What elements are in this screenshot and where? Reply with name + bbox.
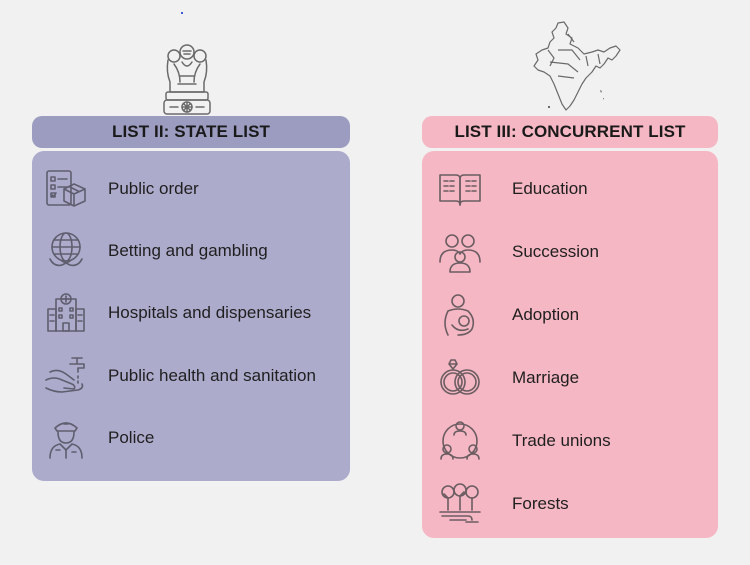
family-icon xyxy=(438,230,482,274)
list-item: Public health and sanitation xyxy=(32,354,316,398)
list-item-label: Succession xyxy=(512,242,599,261)
list-item-label: Education xyxy=(512,179,588,198)
list-item-label: Hospitals and dispensaries xyxy=(108,303,312,322)
list-item-label: Public order xyxy=(108,179,199,198)
list-item: Trade unions xyxy=(422,419,611,463)
concurrent-list-panel: Education Succession Adoption xyxy=(422,151,718,538)
list-item: Betting and gambling xyxy=(32,229,268,273)
list-item-label: Public health and sanitation xyxy=(108,366,316,385)
police-officer-icon xyxy=(44,416,88,460)
list-item-label: Betting and gambling xyxy=(108,241,268,260)
hospital-building-icon xyxy=(44,291,88,335)
list-item-label: Police xyxy=(108,428,155,447)
list-item: Public order xyxy=(32,167,199,211)
people-network-icon xyxy=(438,419,482,463)
list-item: Marriage xyxy=(422,356,579,400)
wedding-rings-icon xyxy=(438,356,482,400)
list-item-label: Marriage xyxy=(512,368,580,387)
india-map-icon xyxy=(533,21,621,111)
hand-washing-icon xyxy=(44,354,88,398)
list-item: Adoption xyxy=(422,293,579,337)
parent-child-icon xyxy=(438,293,482,337)
list-item: Education xyxy=(422,167,588,211)
open-book-icon xyxy=(438,167,482,211)
list-item: Police xyxy=(32,416,154,460)
national-emblem-icon xyxy=(163,44,211,115)
globe-hand-icon xyxy=(44,229,88,273)
list-item: Forests xyxy=(422,482,569,526)
stray-dot xyxy=(181,12,183,14)
list-item-label: Forests xyxy=(512,494,569,513)
list-item-label: Adoption xyxy=(512,305,580,324)
forest-icon xyxy=(438,482,482,526)
concurrent-list-header: LIST III: CONCURRENT LIST xyxy=(422,116,718,148)
list-item-label: Trade unions xyxy=(512,431,611,450)
list-item: Hospitals and dispensaries xyxy=(32,291,311,335)
list-item: Succession xyxy=(422,230,599,274)
state-list-panel: Public order Betting and gambling xyxy=(32,151,350,481)
package-checklist-icon xyxy=(44,167,88,211)
state-list-header: LIST II: STATE LIST xyxy=(32,116,350,148)
